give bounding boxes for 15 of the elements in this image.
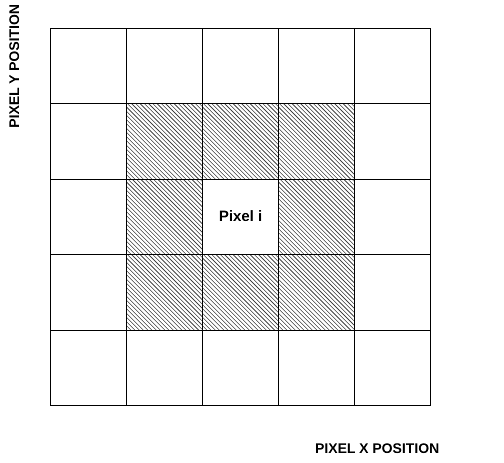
grid-cell	[354, 330, 431, 406]
grid-cell	[50, 330, 127, 406]
axis-label: PIXEL X POSITION	[315, 440, 440, 456]
hatched-grid-cell	[126, 254, 203, 331]
hatched-grid-cell	[278, 178, 355, 256]
axis-label: PIXEL Y POSITION	[6, 4, 22, 128]
hatched-grid-cell	[278, 103, 355, 180]
hatched-grid-cell	[202, 103, 279, 180]
grid-cell	[50, 28, 127, 104]
cell-label: Pixel i	[218, 208, 262, 226]
hatched-grid-cell	[278, 254, 355, 331]
grid-cell	[354, 28, 431, 104]
hatched-grid-cell	[126, 178, 203, 256]
hatched-grid-cell	[202, 254, 279, 331]
hatched-grid-cell	[126, 103, 203, 180]
